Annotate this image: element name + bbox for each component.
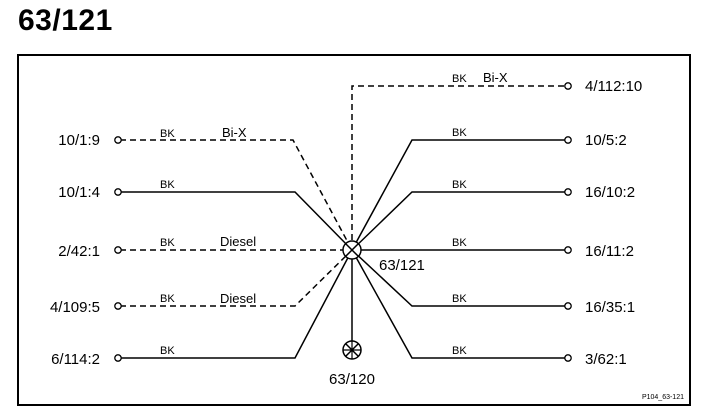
wire-color-right-5: BK <box>452 293 467 305</box>
label-bix-right: Bi-X <box>483 70 508 85</box>
page-title: 63/121 <box>18 4 113 37</box>
terminal-left-1 <box>114 136 122 144</box>
diagram-frame <box>17 54 691 406</box>
terminal-left-4 <box>114 302 122 310</box>
wire-left-4 <box>120 249 353 307</box>
wire-right-3 <box>351 191 566 251</box>
wire-left-5 <box>120 249 353 359</box>
terminal-right-3 <box>564 188 572 196</box>
pin-left-4: 4/109:5 <box>50 299 100 316</box>
pin-left-1: 10/1:9 <box>58 132 100 149</box>
wire-right-1 <box>351 85 566 250</box>
wire-color-left-1: BK <box>160 128 175 140</box>
hub-label: 63/121 <box>379 257 425 274</box>
terminal-right-2 <box>564 136 572 144</box>
ground-label: 63/120 <box>329 371 375 388</box>
wire-color-left-2: BK <box>160 179 175 191</box>
terminal-right-1 <box>564 82 572 90</box>
terminal-left-2 <box>114 188 122 196</box>
wire-color-right-6: BK <box>452 345 467 357</box>
pin-left-2: 10/1:4 <box>58 184 100 201</box>
hub-connector-icon <box>342 240 362 260</box>
wire-color-left-3: BK <box>160 237 175 249</box>
wire-left-2 <box>120 191 353 251</box>
terminal-left-3 <box>114 246 122 254</box>
wire-right-5 <box>351 249 566 307</box>
wire-right-6 <box>351 249 566 359</box>
pin-right-2: 10/5:2 <box>585 132 627 149</box>
wire-color-left-4: BK <box>160 293 175 305</box>
wire-right-2 <box>351 139 566 251</box>
wire-color-right-2: BK <box>452 127 467 139</box>
label-diesel-1: Diesel <box>220 234 256 249</box>
terminal-right-6 <box>564 354 572 362</box>
wire-color-right-1: BK <box>452 73 467 85</box>
wire-color-right-4: BK <box>452 237 467 249</box>
terminal-right-4 <box>564 246 572 254</box>
reference-code: P104_63-121 <box>642 394 684 401</box>
pin-right-5: 16/35:1 <box>585 299 635 316</box>
ground-connector-icon <box>342 340 362 360</box>
wire-color-right-3: BK <box>452 179 467 191</box>
wire-color-left-5: BK <box>160 345 175 357</box>
pin-right-4: 16/11:2 <box>585 243 634 260</box>
wire-left-1 <box>120 139 353 251</box>
label-bix-left: Bi-X <box>222 125 247 140</box>
pin-right-6: 3/62:1 <box>585 351 627 368</box>
terminal-right-5 <box>564 302 572 310</box>
pin-right-1: 4/112:10 <box>585 78 642 95</box>
pin-left-3: 2/42:1 <box>58 243 100 260</box>
pin-left-5: 6/114:2 <box>51 351 100 368</box>
terminal-left-5 <box>114 354 122 362</box>
label-diesel-2: Diesel <box>220 291 256 306</box>
pin-right-3: 16/10:2 <box>585 184 635 201</box>
